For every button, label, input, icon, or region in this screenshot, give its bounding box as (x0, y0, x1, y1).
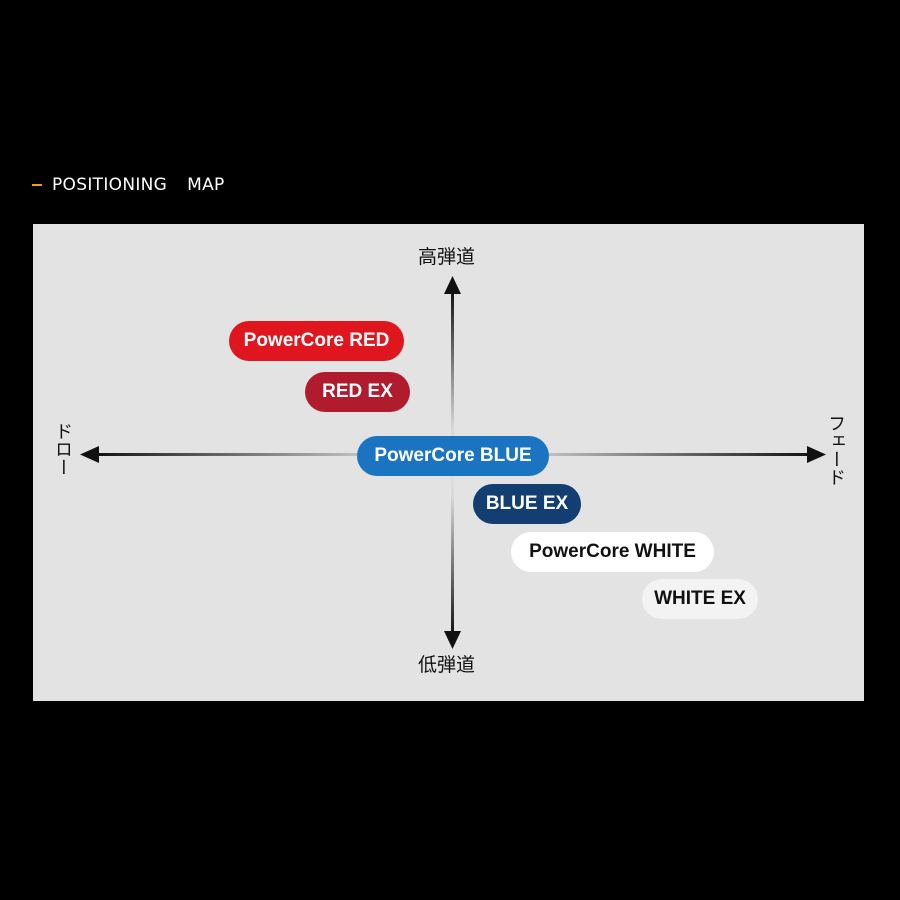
axis-label-high-trajectory: 高弾道 (418, 246, 476, 268)
arrow-down-icon (444, 631, 461, 649)
pill-white-ex: WHITE EX (642, 579, 758, 619)
pill-red-ex: RED EX (305, 372, 410, 412)
heading-word-map: MAP (187, 175, 225, 195)
pill-powercore-white: PowerCore WHITE (511, 532, 714, 572)
arrow-right-icon (807, 446, 826, 463)
accent-dash-icon (32, 184, 42, 186)
pill-powercore-blue: PowerCore BLUE (357, 436, 549, 476)
positioning-map-panel: 高弾道 低弾道 ドロー フェード PowerCore RED RED EX Po… (33, 224, 864, 701)
axis-label-fade: フェード (825, 414, 846, 486)
axis-label-draw: ドロー (52, 422, 73, 476)
pill-blue-ex: BLUE EX (473, 484, 581, 524)
arrow-up-icon (444, 276, 461, 294)
section-heading: POSITIONING MAP (32, 173, 225, 197)
heading-word-positioning: POSITIONING (52, 175, 168, 195)
arrow-left-icon (80, 446, 99, 463)
pill-powercore-red: PowerCore RED (229, 321, 404, 361)
axis-label-low-trajectory: 低弾道 (418, 654, 476, 676)
